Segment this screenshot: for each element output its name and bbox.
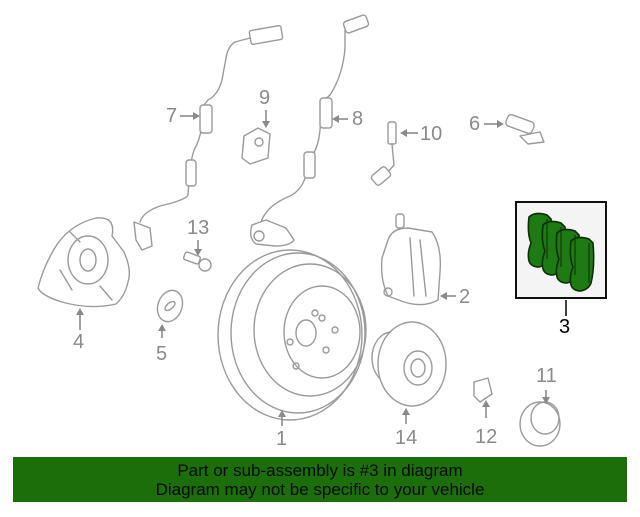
callout-8[interactable]: 8 — [352, 108, 364, 130]
callout-13[interactable]: 13 — [187, 217, 210, 239]
banner-line-2: Diagram may not be specific to your vehi… — [155, 480, 485, 499]
dust-cap-11-drawing — [519, 401, 561, 447]
rotor-1-drawing — [217, 249, 367, 421]
nut-12-drawing — [473, 377, 493, 403]
caliper-2-drawing — [380, 213, 442, 306]
callout-9[interactable]: 9 — [259, 87, 271, 109]
callout-11[interactable]: 11 — [536, 365, 557, 387]
callout-14[interactable]: 14 — [395, 427, 418, 449]
callout-7[interactable]: 7 — [166, 105, 178, 127]
callout-1[interactable]: 1 — [276, 428, 288, 450]
info-banner: Part or sub-assembly is #3 in diagram Di… — [13, 457, 627, 502]
hub-14-drawing — [371, 321, 447, 407]
brake-hose-10-drawing — [370, 121, 397, 186]
abs-harness-7-drawing — [133, 24, 284, 251]
callout-10[interactable]: 10 — [420, 123, 443, 145]
brake-pads-icon — [527, 212, 595, 292]
callout-4[interactable]: 4 — [73, 331, 85, 353]
splash-shield-4-drawing — [37, 217, 131, 308]
wear-sensor-6-drawing — [505, 114, 545, 145]
leader-arrows — [76, 110, 567, 426]
callout-5[interactable]: 5 — [156, 343, 168, 365]
callout-6[interactable]: 6 — [469, 113, 481, 135]
bracket-9-drawing — [241, 127, 271, 165]
callout-3[interactable]: 3 — [559, 316, 571, 338]
highlighted-part-3-box[interactable] — [515, 201, 607, 299]
callout-2[interactable]: 2 — [459, 286, 471, 308]
washer-5-drawing — [156, 289, 184, 323]
bolt-13-drawing — [182, 251, 212, 272]
callout-12[interactable]: 12 — [475, 426, 498, 448]
abs-harness-8-drawing — [249, 14, 370, 247]
banner-line-1: Part or sub-assembly is #3 in diagram — [177, 461, 463, 480]
